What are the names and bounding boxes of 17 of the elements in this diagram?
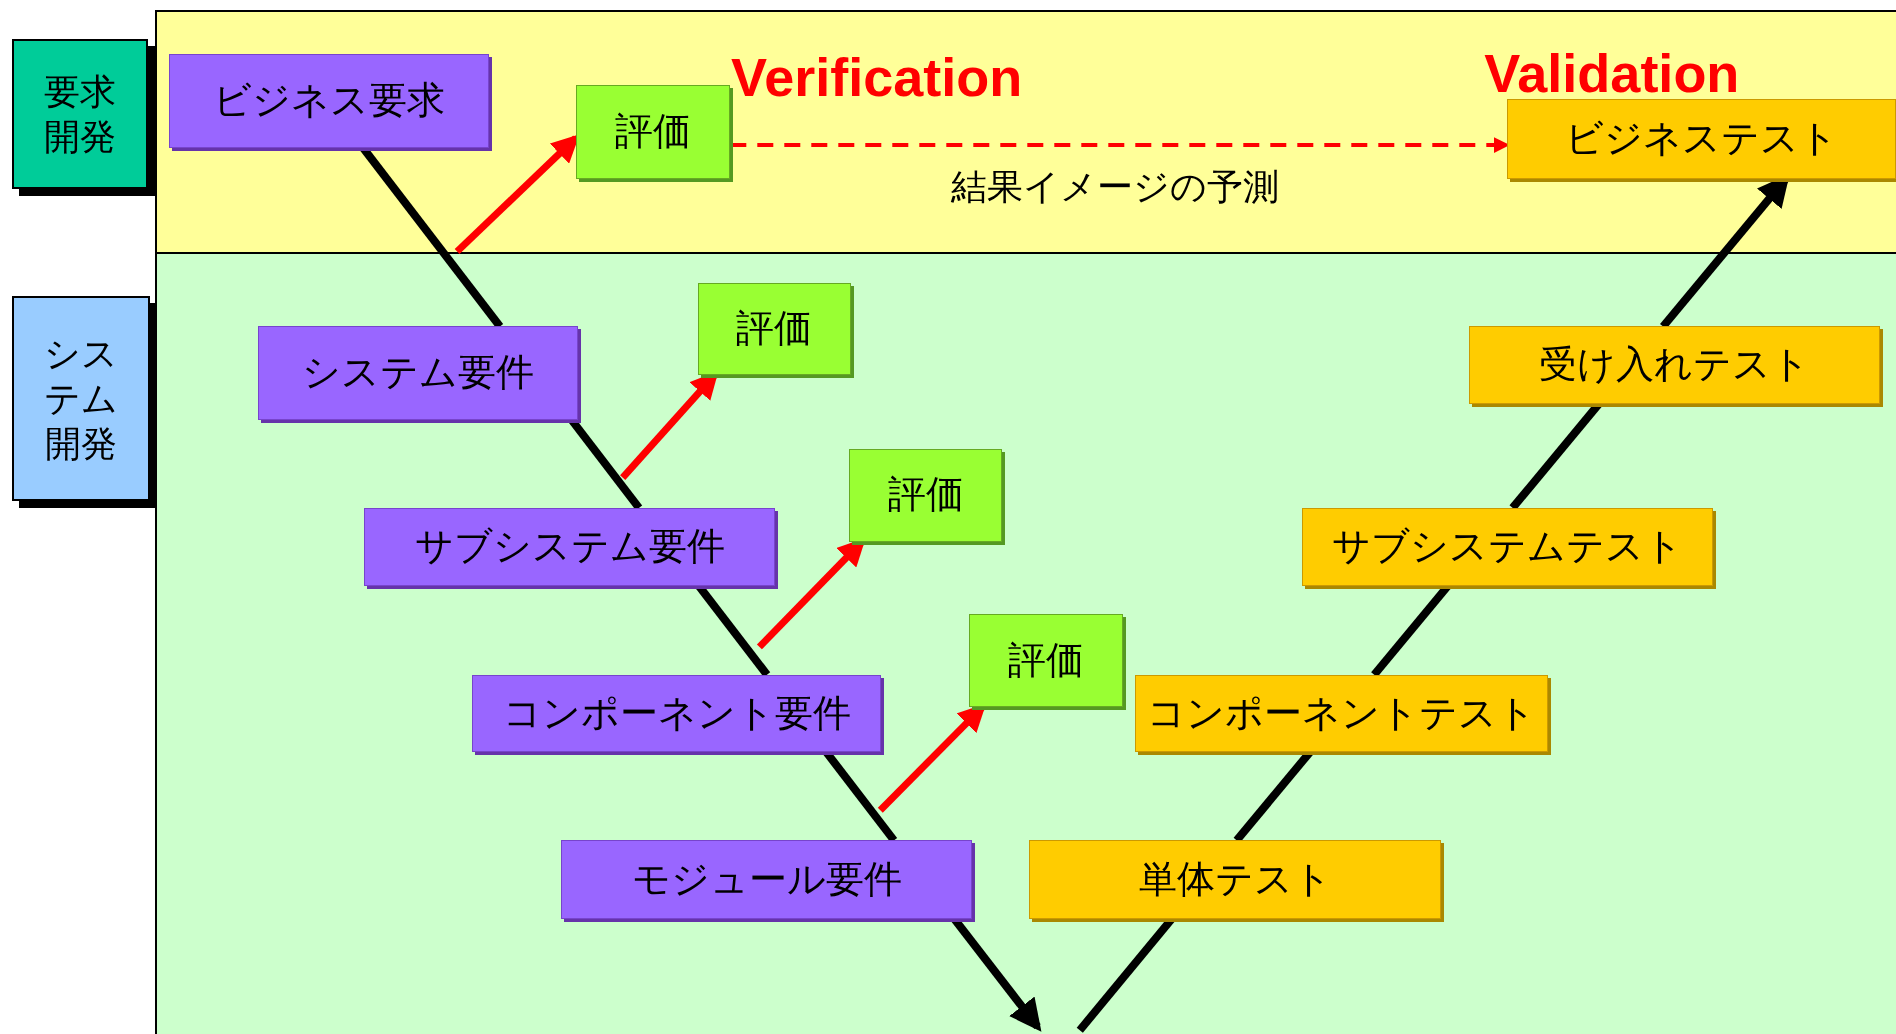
requirement-box: コンポーネント要件 — [471, 674, 882, 753]
edge-label: 結果イメージの予測 — [950, 164, 1279, 209]
heading-label: Verification — [731, 46, 1023, 109]
evaluation-box: 評価 — [968, 614, 1124, 708]
requirement-box: システム要件 — [257, 326, 578, 420]
test-box: サブシステムテスト — [1302, 507, 1714, 587]
requirement-box: ビジネス要求 — [169, 54, 489, 148]
requirement-box: モジュール要件 — [561, 840, 973, 919]
requirement-box: サブシステム要件 — [363, 507, 776, 587]
evaluation-box: 評価 — [848, 448, 1003, 542]
test-box: 単体テスト — [1029, 840, 1442, 919]
test-box: ビジネステスト — [1506, 99, 1896, 179]
test-box: 受け入れテスト — [1469, 326, 1881, 404]
evaluation-box: 評価 — [575, 84, 731, 179]
evaluation-box: 評価 — [697, 282, 852, 375]
test-box: コンポーネントテスト — [1135, 674, 1548, 753]
arrow — [730, 137, 1510, 154]
